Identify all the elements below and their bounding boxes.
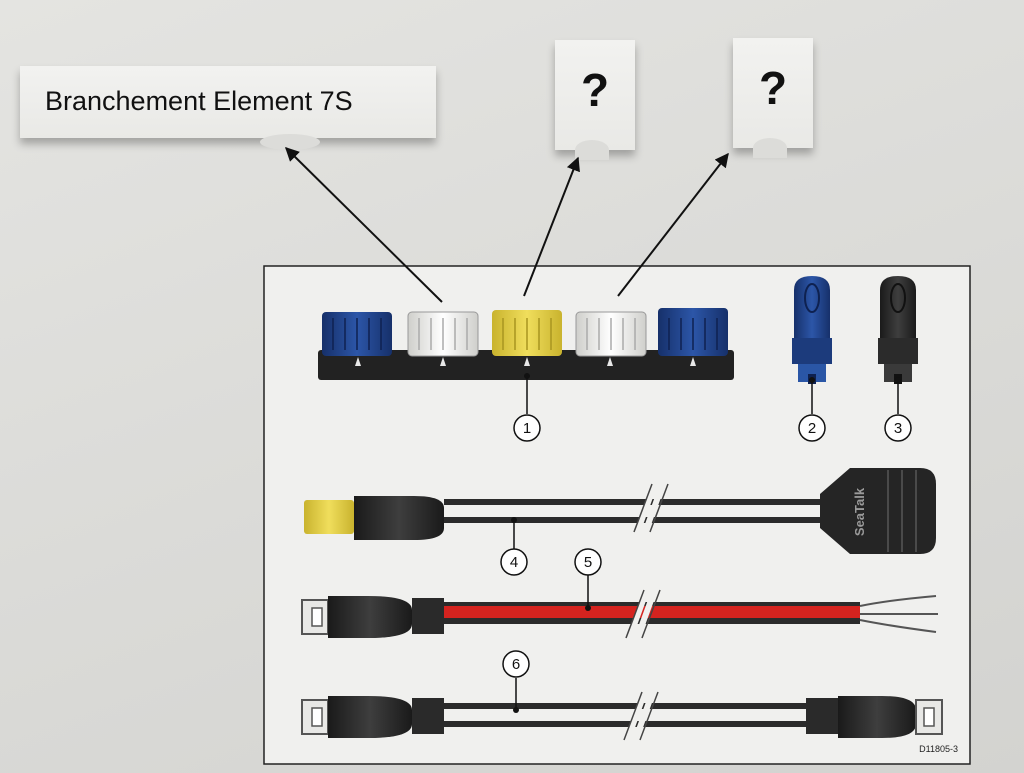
question-note-1: ? bbox=[555, 40, 635, 160]
port-white-1 bbox=[407, 311, 479, 357]
cable-break-icon bbox=[625, 484, 665, 740]
callout-4: 4 bbox=[510, 554, 518, 571]
note-curl bbox=[260, 134, 320, 150]
callout-leaders bbox=[513, 376, 899, 710]
figure-id-label: D11805-3 bbox=[919, 744, 958, 754]
callout-1: 1 bbox=[523, 420, 531, 437]
question-label-2: ? bbox=[758, 62, 788, 114]
spur-cable bbox=[301, 696, 943, 738]
note-curl bbox=[753, 138, 787, 158]
question-note-2: ? bbox=[733, 38, 813, 158]
callout-6: 6 bbox=[512, 656, 520, 673]
note-curl bbox=[575, 140, 609, 160]
callout-dots bbox=[511, 373, 901, 713]
callout-5: 5 bbox=[584, 554, 592, 571]
seatalk-adaptor-cable: SeaTalk bbox=[304, 468, 936, 554]
power-cable bbox=[301, 595, 938, 638]
five-way-connector-block bbox=[318, 308, 734, 380]
cable-break-outline bbox=[623, 483, 669, 741]
arrow-up-icon bbox=[285, 147, 443, 303]
port-white-2 bbox=[575, 311, 647, 357]
port-blue-left bbox=[322, 312, 392, 356]
question-label-1: ? bbox=[580, 64, 610, 116]
callout-2: 2 bbox=[808, 420, 816, 437]
port-key-marks bbox=[355, 357, 696, 366]
callout-3: 3 bbox=[894, 420, 902, 437]
pointer-arrows bbox=[285, 147, 729, 303]
blue-terminator bbox=[792, 276, 832, 384]
arrow-up-icon bbox=[617, 152, 729, 297]
arrow-up-icon bbox=[523, 156, 580, 297]
yellow-plug bbox=[304, 500, 354, 534]
port-blue-right bbox=[658, 308, 728, 356]
circle-number-icon bbox=[500, 414, 912, 678]
title-label: Branchement Element 7S bbox=[45, 86, 353, 116]
title-note: Branchement Element 7S bbox=[20, 66, 436, 150]
port-yellow bbox=[492, 310, 562, 356]
seatalk-brand-label: SeaTalk bbox=[852, 487, 867, 536]
black-terminator bbox=[878, 276, 918, 384]
